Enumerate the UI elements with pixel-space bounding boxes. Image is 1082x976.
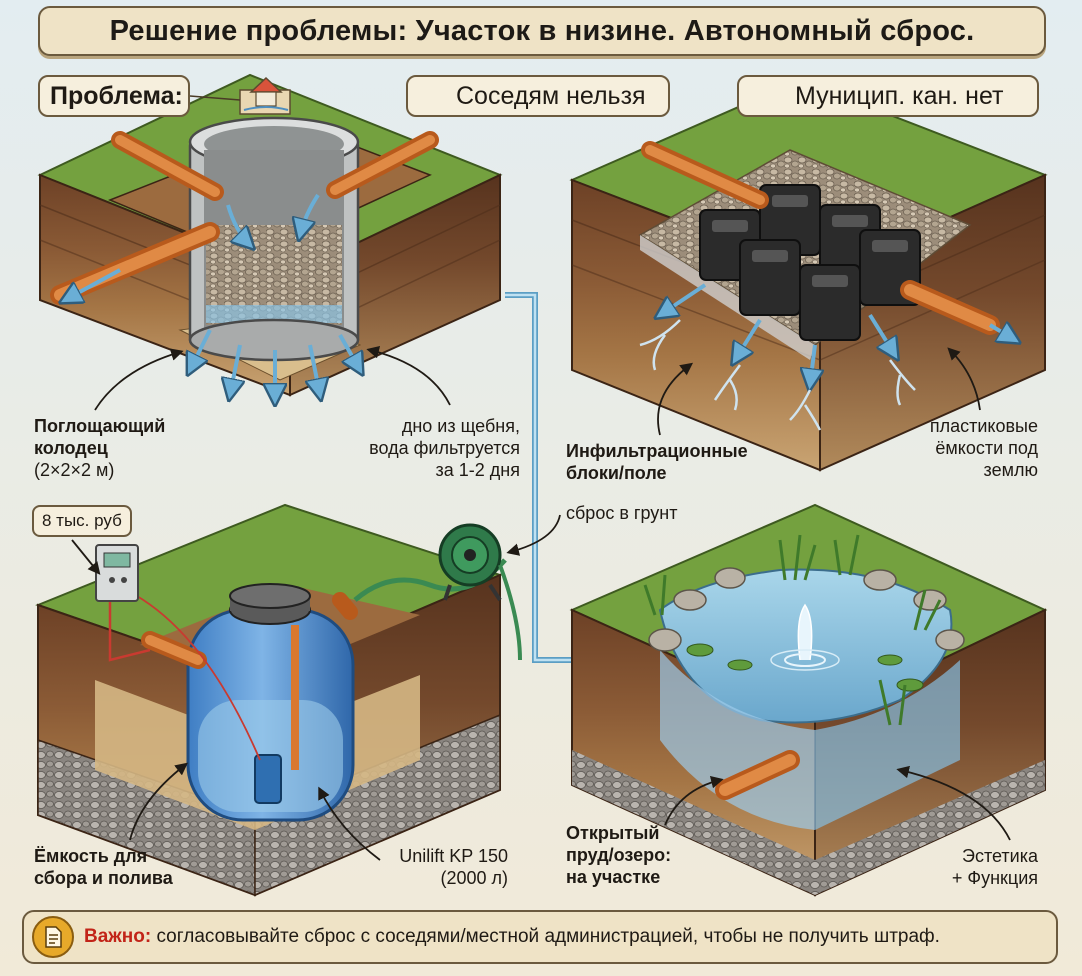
problem-chip-label: Проблема: [50,81,183,110]
problem-pointer [189,95,241,101]
tank-note-line2: (2000 л) [440,868,508,888]
well-note-line3: за 1-2 дня [435,460,520,480]
panel-absorption-well [37,73,503,400]
well-note-line1: дно из щебня, [401,416,520,436]
pond-name-line1: Открытый [566,823,660,843]
well-name-line1: Поглощающий [34,416,166,436]
neighbors-chip-label: Соседям нельзя [456,81,646,110]
well-note-line2: вода фильтруется [369,438,520,458]
well-note: дно из щебня, вода фильтруется за 1-2 дн… [320,415,520,481]
page-title-text: Решение проблемы: Участок в низине. Авто… [109,14,975,47]
panel-collection-tank [35,503,522,897]
infiltration-note: пластиковые ёмкости под землю [860,415,1038,481]
panel-pond [569,503,1048,897]
house-icon [239,76,291,115]
page-title: Решение проблемы: Участок в низине. Авто… [38,6,1046,56]
well-label: Поглощающий колодец (2×2×2 м) [34,415,165,481]
infiltration-name-line2: блоки/поле [566,463,667,483]
tank-note-line1: Unilift KP 150 [399,846,508,866]
footer-warning: Важно: согласовывайте сброс с соседями/м… [22,910,1058,964]
municipal-chip-label: Муницип. кан. нет [795,81,1004,110]
footer-text: согласовывайте сброс с соседями/местной … [156,926,940,947]
tank-name-line1: Ёмкость для [34,846,148,866]
pond-note-line1: Эстетика [962,846,1038,866]
pond-label: Открытый пруд/озеро: на участке [566,822,671,888]
annotation-arrows [71,346,1011,861]
neighbors-chip: Соседям нельзя [406,75,670,117]
problem-chip: Проблема: [38,75,190,117]
municipal-chip: Муницип. кан. нет [737,75,1039,117]
infiltration-label: Инфильтрационные блоки/поле [566,440,748,484]
panel-infiltration [569,78,1048,472]
pond-note: Эстетика + Функция [880,845,1038,889]
well-name-line2: колодец [34,438,108,458]
tank-note: Unilift KP 150 (2000 л) [320,845,508,889]
infiltration-note-line2: ёмкости под [935,438,1038,458]
footer-warn-label: Важно: [84,926,152,947]
document-icon [32,916,74,958]
discharge-text: сброс в грунт [566,503,678,523]
discharge-note: сброс в грунт [566,502,677,524]
well-size: (2×2×2 м) [34,460,115,480]
tank-name-line2: сбора и полива [34,868,173,888]
infiltration-note-line3: землю [983,460,1038,480]
infiltration-name-line1: Инфильтрационные [566,441,748,461]
tank-label: Ёмкость для сбора и полива [34,845,173,889]
pond-note-line2: + Функция [951,868,1038,888]
pond-name-line3: на участке [566,867,661,887]
price-badge: 8 тыс. руб [32,505,132,537]
pond-name-line2: пруд/озеро: [566,845,672,865]
infiltration-note-line1: пластиковые [929,416,1038,436]
